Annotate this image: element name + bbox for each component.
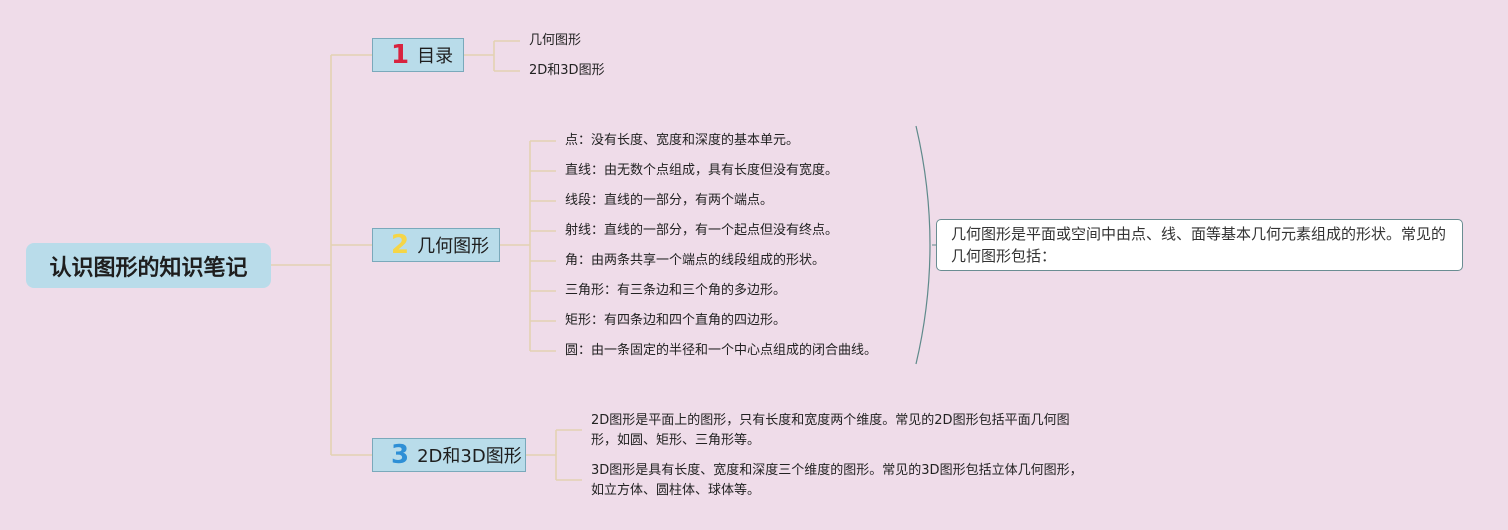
leaf-item[interactable]: 线段：直线的一部分，有两个端点。 [565,193,774,208]
leaf-item[interactable]: 2D和3D图形 [529,63,605,78]
root-node[interactable]: 认识图形的知识笔记 [26,243,271,288]
summary-text: 几何图形是平面或空间中由点、线、面等基本几何元素组成的形状。常见的几何图形包括： [951,225,1447,265]
leaf-item[interactable]: 3D图形是具有长度、宽度和深度三个维度的图形。常见的3D图形包括立体几何图形，如… [591,463,1083,498]
branch-label: 几何图形 [417,236,490,257]
leaf-item[interactable]: 几何图形 [529,33,582,48]
leaf-item[interactable]: 矩形：有四条边和四个直角的四边形。 [565,313,787,328]
branch-node-geometric-shapes[interactable]: 2 几何图形 [372,228,500,262]
summary-brace [915,125,931,365]
branch-node-2d-3d-shapes[interactable]: 3 2D和3D图形 [372,438,526,472]
branch-node-contents[interactable]: 1 目录 [372,38,464,72]
leaf-item[interactable]: 圆：由一条固定的半径和一个中心点组成的闭合曲线。 [565,343,878,358]
root-title: 认识图形的知识笔记 [49,255,248,281]
leaf-item[interactable]: 射线：直线的一部分，有一个起点但没有终点。 [565,223,839,238]
leaf-item[interactable]: 直线：由无数个点组成，具有长度但没有宽度。 [565,163,839,178]
leaf-item[interactable]: 角：由两条共享一个端点的线段组成的形状。 [565,253,826,268]
branch-label: 目录 [417,46,454,67]
branch-label: 2D和3D图形 [417,446,522,467]
branch-number-1: 1 [391,40,410,70]
branch-number-3: 3 [391,440,410,470]
branch-number-2: 2 [391,230,410,260]
leaf-item[interactable]: 三角形：有三条边和三个角的多边形。 [565,283,787,298]
leaf-item[interactable]: 点：没有长度、宽度和深度的基本单元。 [565,133,800,148]
leaf-item[interactable]: 2D图形是平面上的图形，只有长度和宽度两个维度。常见的2D图形包括平面几何图形，… [591,413,1070,448]
summary-callout[interactable]: 几何图形是平面或空间中由点、线、面等基本几何元素组成的形状。常见的几何图形包括： [936,219,1463,271]
